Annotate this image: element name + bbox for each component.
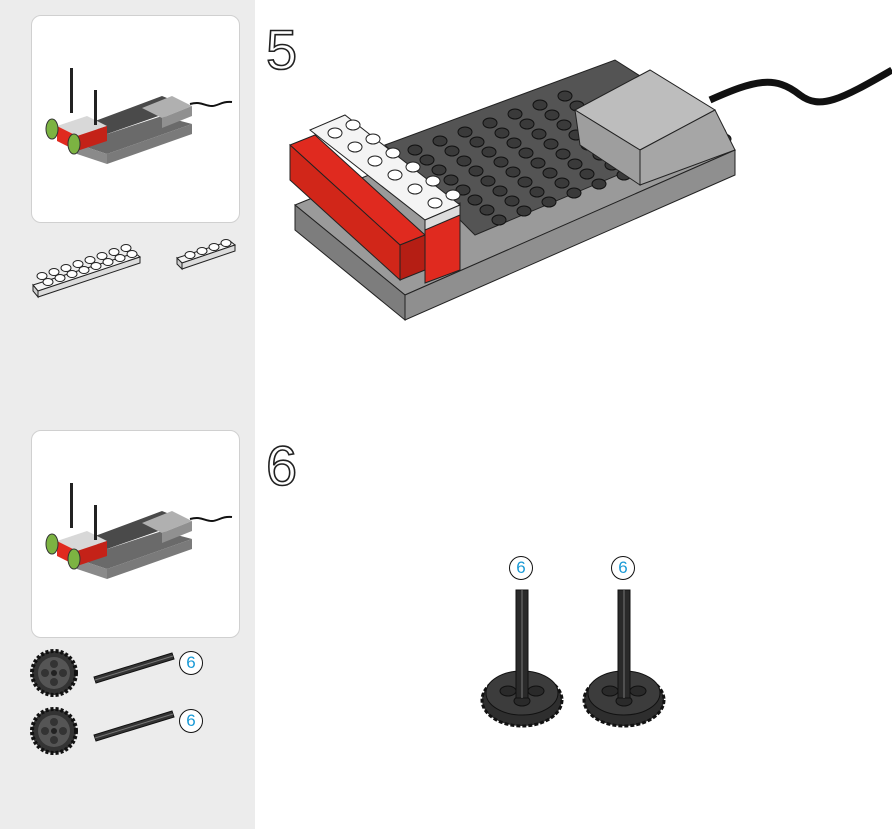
- stud: [327, 127, 343, 139]
- model-preview-image-step-5: [45, 68, 233, 164]
- stud: [529, 186, 545, 198]
- axle-quantity-badge: 6: [179, 709, 203, 733]
- stud: [432, 135, 448, 147]
- stud: [407, 144, 423, 156]
- stud: [427, 197, 443, 209]
- model-preview-drawing: [45, 68, 233, 164]
- plate-1x4-white-icon: [176, 239, 237, 271]
- stud: [567, 158, 583, 170]
- stud: [467, 194, 483, 206]
- model-preview-image-step-6: [45, 483, 233, 579]
- stud: [365, 133, 381, 145]
- stud: [347, 141, 363, 153]
- stud: [494, 127, 510, 139]
- step-6-preview-card: [31, 430, 240, 638]
- step-5-assembly-illustration: [289, 59, 892, 322]
- stud: [556, 119, 572, 131]
- stud: [492, 185, 508, 197]
- stud: [507, 108, 523, 120]
- stud: [405, 161, 421, 173]
- step-5-parts-list: [0, 230, 255, 310]
- hub-base-assembly: [289, 59, 892, 322]
- stud: [445, 189, 461, 201]
- stud: [517, 176, 533, 188]
- gear-with-axle-illustration: [582, 589, 666, 728]
- gear-icon: [30, 649, 78, 697]
- stud: [431, 164, 447, 176]
- stud: [419, 154, 435, 166]
- stud: [519, 118, 535, 130]
- stud: [407, 183, 423, 195]
- stud: [479, 204, 495, 216]
- stud: [506, 137, 522, 149]
- step-number-6: 6: [265, 434, 298, 497]
- stud: [504, 195, 520, 207]
- stud: [444, 145, 460, 157]
- stud: [425, 175, 441, 187]
- stud: [566, 187, 582, 199]
- model-preview-drawing: [45, 483, 233, 579]
- stud: [493, 156, 509, 168]
- stud: [543, 138, 559, 150]
- stud: [591, 178, 607, 190]
- parts-sidebar: 6 6: [0, 0, 255, 829]
- stud: [443, 174, 459, 186]
- stud: [468, 165, 484, 177]
- axle-callout-badge: 6: [509, 556, 533, 580]
- stud: [456, 155, 472, 167]
- stud: [554, 177, 570, 189]
- stud: [457, 126, 473, 138]
- axle-quantity-badge: 6: [179, 651, 203, 675]
- stud: [531, 128, 547, 140]
- stud: [367, 155, 383, 167]
- stud: [557, 90, 573, 102]
- axle-callout-badge: 6: [611, 556, 635, 580]
- stud: [518, 147, 534, 159]
- stud: [505, 166, 521, 178]
- stud: [387, 169, 403, 181]
- stud: [542, 167, 558, 179]
- stud: [345, 119, 361, 131]
- stud: [541, 196, 557, 208]
- stud: [481, 146, 497, 158]
- stud: [469, 136, 485, 148]
- stud: [579, 168, 595, 180]
- step-6-parts-list: 6 6: [0, 645, 255, 765]
- plate-2x8-white-icon: [32, 244, 142, 299]
- gear-with-axle-illustration: [480, 589, 564, 728]
- stud: [555, 148, 571, 160]
- stud: [532, 99, 548, 111]
- stud: [482, 117, 498, 129]
- stud: [491, 214, 507, 226]
- stud: [530, 157, 546, 169]
- white-studs: [327, 119, 461, 209]
- axle-icon: [93, 652, 175, 684]
- stud: [385, 147, 401, 159]
- axle-icon: [93, 710, 175, 742]
- gear-icon: [30, 707, 78, 755]
- stud: [516, 205, 532, 217]
- step-5-preview-card: [31, 15, 240, 223]
- stud: [480, 175, 496, 187]
- stud: [544, 109, 560, 121]
- step-number-5: 5: [265, 18, 298, 81]
